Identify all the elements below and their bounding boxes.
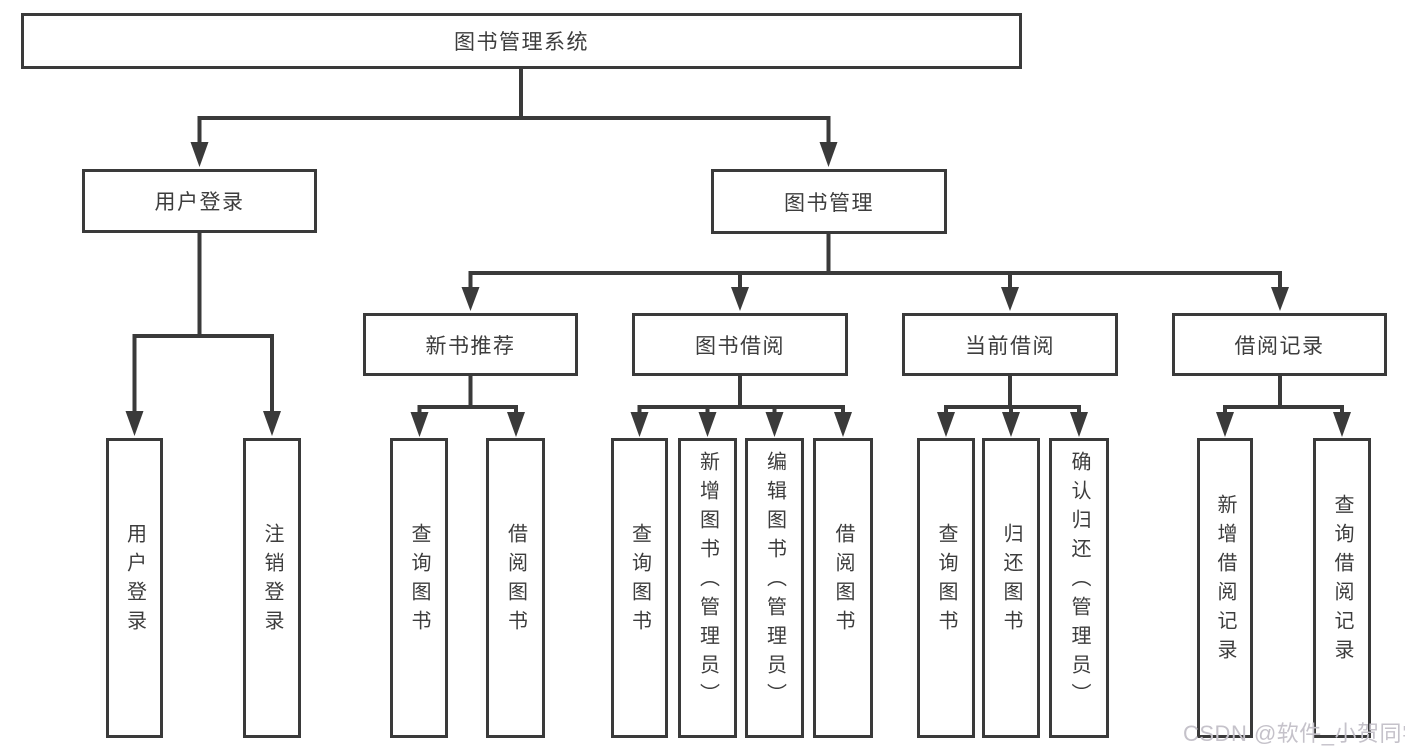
connector-root-to-level2 [197, 64, 831, 146]
leaf-logout: 注销登录 [243, 438, 301, 738]
leaf-newbooks-borrow: 借阅图书 [486, 438, 545, 738]
arrowheads [125, 142, 1351, 437]
leaf-borrow-query: 查询图书 [611, 438, 668, 738]
node-book-management: 图书管理 [711, 169, 947, 234]
connector-userlogin-to-leaves [132, 230, 274, 416]
node-current-borrow: 当前借阅 [902, 313, 1118, 376]
leaf-borrow-add-admin: 新增图书（管理员） [678, 438, 737, 738]
node-root-label: 图书管理系统 [454, 31, 589, 54]
connector-bookmgmt-to-level3 [468, 231, 1282, 291]
leaf-current-confirm-admin: 确认归还（管理员） [1049, 438, 1109, 738]
leaf-current-return: 归还图书 [982, 438, 1040, 738]
leaf-user-login: 用户登录 [106, 438, 163, 738]
node-new-book-recommend: 新书推荐 [363, 313, 578, 376]
connector-bookborrow-to-leaves [637, 373, 845, 416]
connector-currentborrow-to-leaves [944, 373, 1081, 416]
node-user-login-label: 用户登录 [154, 191, 245, 214]
node-current-borrow-label: 当前借阅 [965, 334, 1055, 358]
leaf-borrow-edit-admin-label: 编辑图书（管理员） [763, 450, 786, 712]
leaf-records-add: 新增借阅记录 [1197, 438, 1253, 738]
leaf-borrow-borrow-label: 借阅图书 [832, 523, 854, 639]
leaf-records-query-label: 查询借阅记录 [1331, 494, 1353, 668]
connector-newbooks-to-leaves [417, 373, 518, 416]
leaf-logout-label: 注销登录 [261, 523, 283, 639]
leaf-borrow-query-label: 查询图书 [628, 523, 651, 639]
node-borrow-records: 借阅记录 [1172, 313, 1387, 376]
node-book-borrow-label: 图书借阅 [695, 334, 785, 358]
node-new-book-recommend-label: 新书推荐 [425, 334, 516, 358]
leaf-records-query: 查询借阅记录 [1313, 438, 1371, 738]
leaf-current-query-label: 查询图书 [935, 523, 957, 639]
leaf-current-return-label: 归还图书 [1000, 523, 1022, 639]
node-borrow-records-label: 借阅记录 [1234, 334, 1325, 358]
csdn-watermark: CSDN @软件_小贺同学 [1183, 721, 1405, 746]
node-book-management-label: 图书管理 [784, 191, 874, 215]
leaf-borrow-borrow: 借阅图书 [813, 438, 873, 738]
leaf-borrow-edit-admin: 编辑图书（管理员） [745, 438, 804, 738]
connector-records-to-leaves [1223, 373, 1344, 416]
leaf-current-confirm-admin-label: 确认归还（管理员） [1068, 450, 1090, 712]
node-book-borrow: 图书借阅 [632, 313, 848, 376]
leaf-newbooks-query-label: 查询图书 [408, 523, 430, 639]
node-root: 图书管理系统 [21, 13, 1022, 69]
leaf-newbooks-borrow-label: 借阅图书 [504, 523, 527, 639]
node-user-login: 用户登录 [82, 169, 317, 233]
leaf-newbooks-query: 查询图书 [390, 438, 448, 738]
leaf-borrow-add-admin-label: 新增图书（管理员） [696, 450, 719, 712]
leaf-current-query: 查询图书 [917, 438, 975, 738]
leaf-records-add-label: 新增借阅记录 [1214, 494, 1236, 668]
leaf-user-login-label: 用户登录 [123, 523, 146, 639]
